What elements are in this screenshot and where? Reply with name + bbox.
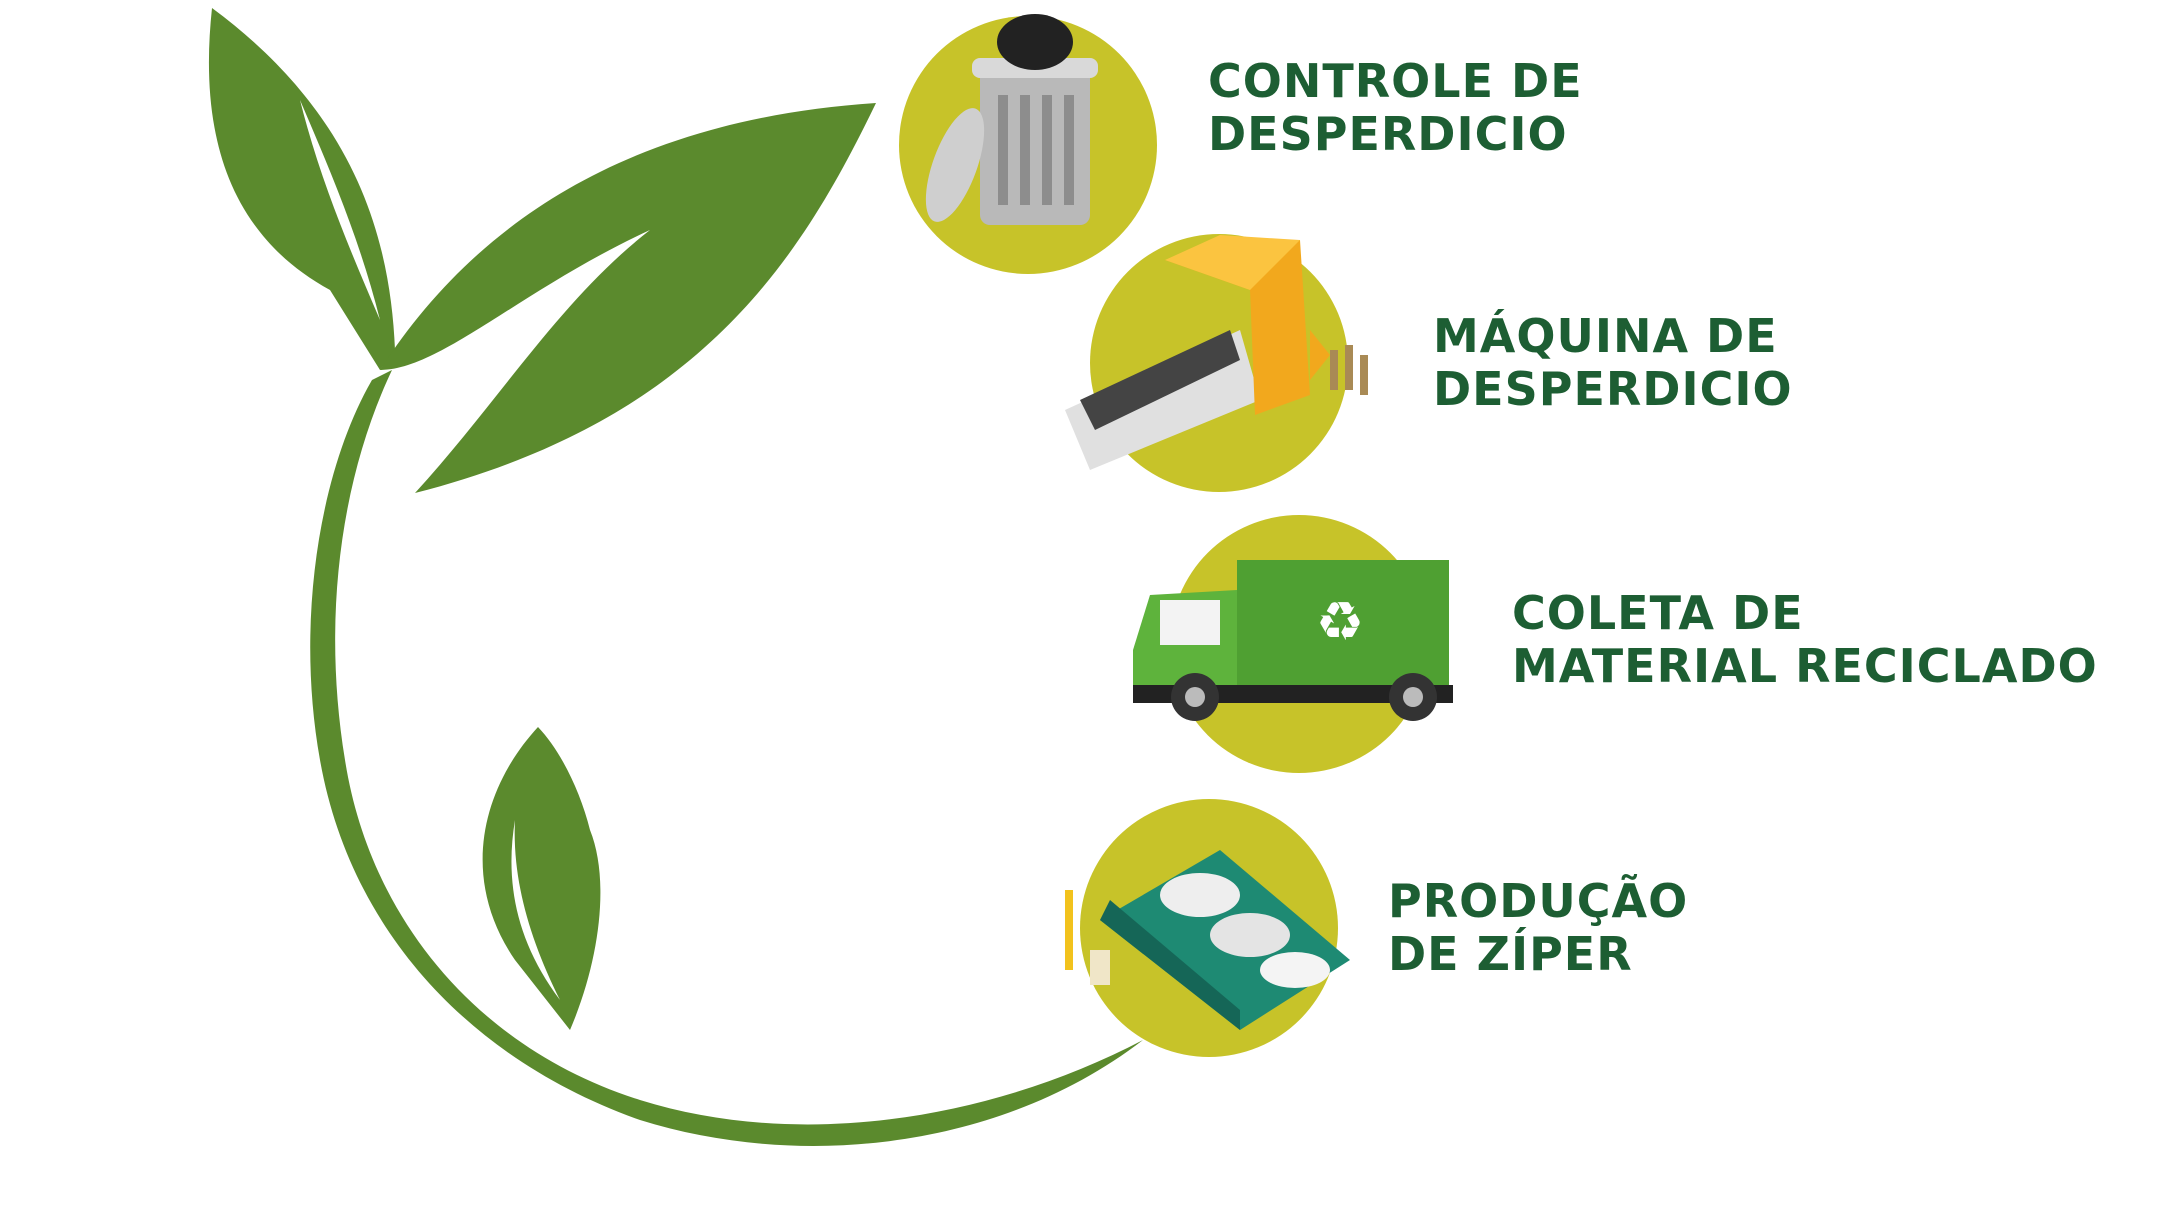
leaf-top-left [208, 8, 395, 370]
production-machine-icon [1065, 799, 1350, 1057]
label-line: CONTROLE DE [1208, 54, 1583, 108]
step-label-waste-control: CONTROLE DE DESPERDICIO [1208, 55, 1583, 161]
label-line: DESPERDICIO [1208, 107, 1568, 161]
leaf-vein [300, 100, 380, 320]
recycling-truck-icon: ♻ [1133, 515, 1453, 773]
label-line: MÁQUINA DE [1433, 309, 1778, 363]
label-line: DE ZÍPER [1388, 927, 1633, 981]
label-line: PRODUÇÃO [1388, 874, 1689, 928]
recycle-symbol-icon: ♻ [1316, 590, 1364, 653]
leaf-vein [511, 820, 560, 1000]
step-label-recycled-collection: COLETA DE MATERIAL RECICLADO [1512, 587, 2098, 693]
step-label-zipper-production: PRODUÇÃO DE ZÍPER [1388, 875, 1688, 981]
step-label-waste-machine: MÁQUINA DE DESPERDICIO [1433, 310, 1793, 416]
trash-can-icon [899, 14, 1157, 274]
conveyor-machine-icon [1065, 234, 1368, 492]
leaf-bottom [482, 727, 601, 1030]
leaf-large [380, 103, 876, 493]
label-line: MATERIAL RECICLADO [1512, 639, 2098, 693]
label-line: DESPERDICIO [1433, 362, 1793, 416]
label-line: COLETA DE [1512, 586, 1804, 640]
